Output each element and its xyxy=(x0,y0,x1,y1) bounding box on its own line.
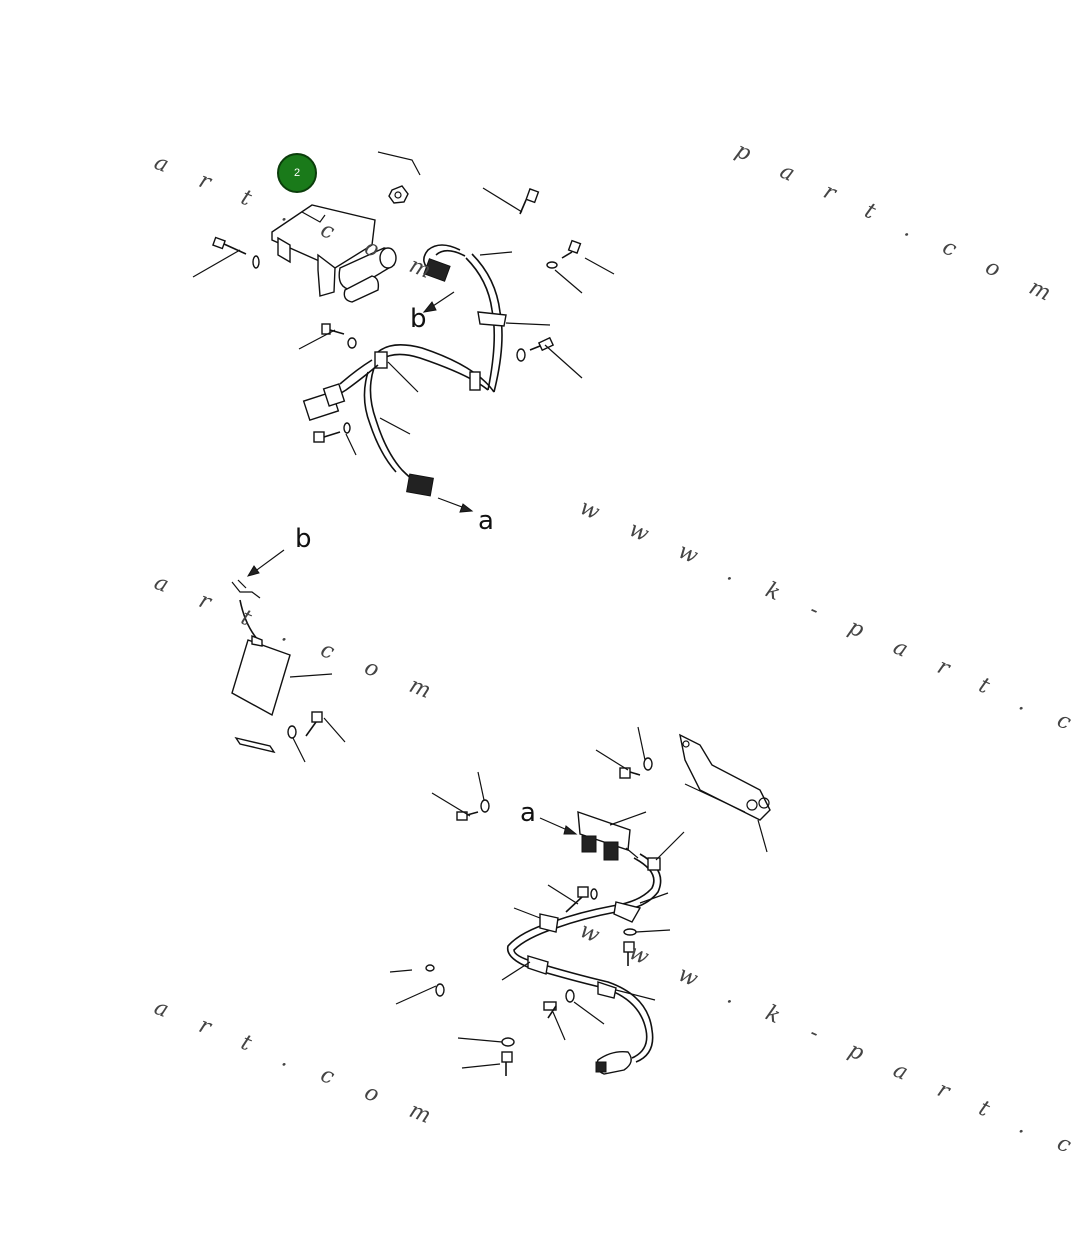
bolt-top-right xyxy=(546,239,615,294)
bolt-bottom-lower xyxy=(389,964,605,1076)
bolt-top-left xyxy=(192,236,260,278)
bolt-bottom-mid xyxy=(547,884,598,913)
bottom-bracket xyxy=(679,733,771,853)
arrow-label-b-top: b xyxy=(410,304,427,334)
arrow-label-a-top: a xyxy=(478,506,494,536)
callout-badge[interactable]: 2 xyxy=(277,153,317,193)
top-nut xyxy=(388,185,409,204)
cover-panel xyxy=(231,549,346,763)
arrow-label-b-mid: b xyxy=(295,524,312,554)
bolt-mid-right xyxy=(516,336,583,379)
callout-label: 2 xyxy=(293,167,301,179)
bolt-bottom-left xyxy=(431,771,490,821)
bolt-mid-upper xyxy=(298,323,357,350)
arrow-label-a-bottom: a xyxy=(520,798,536,828)
bolt-bottom-right-stack xyxy=(623,928,671,966)
bolt-bottom-top xyxy=(595,726,653,779)
bolt-top-center xyxy=(482,187,540,215)
top-bracket xyxy=(271,151,421,297)
bolt-mid-left xyxy=(313,422,357,456)
bottom-connector-block xyxy=(539,810,647,861)
top-harness xyxy=(302,244,551,497)
bottom-harness xyxy=(501,831,685,1075)
top-cylinders xyxy=(338,247,397,303)
